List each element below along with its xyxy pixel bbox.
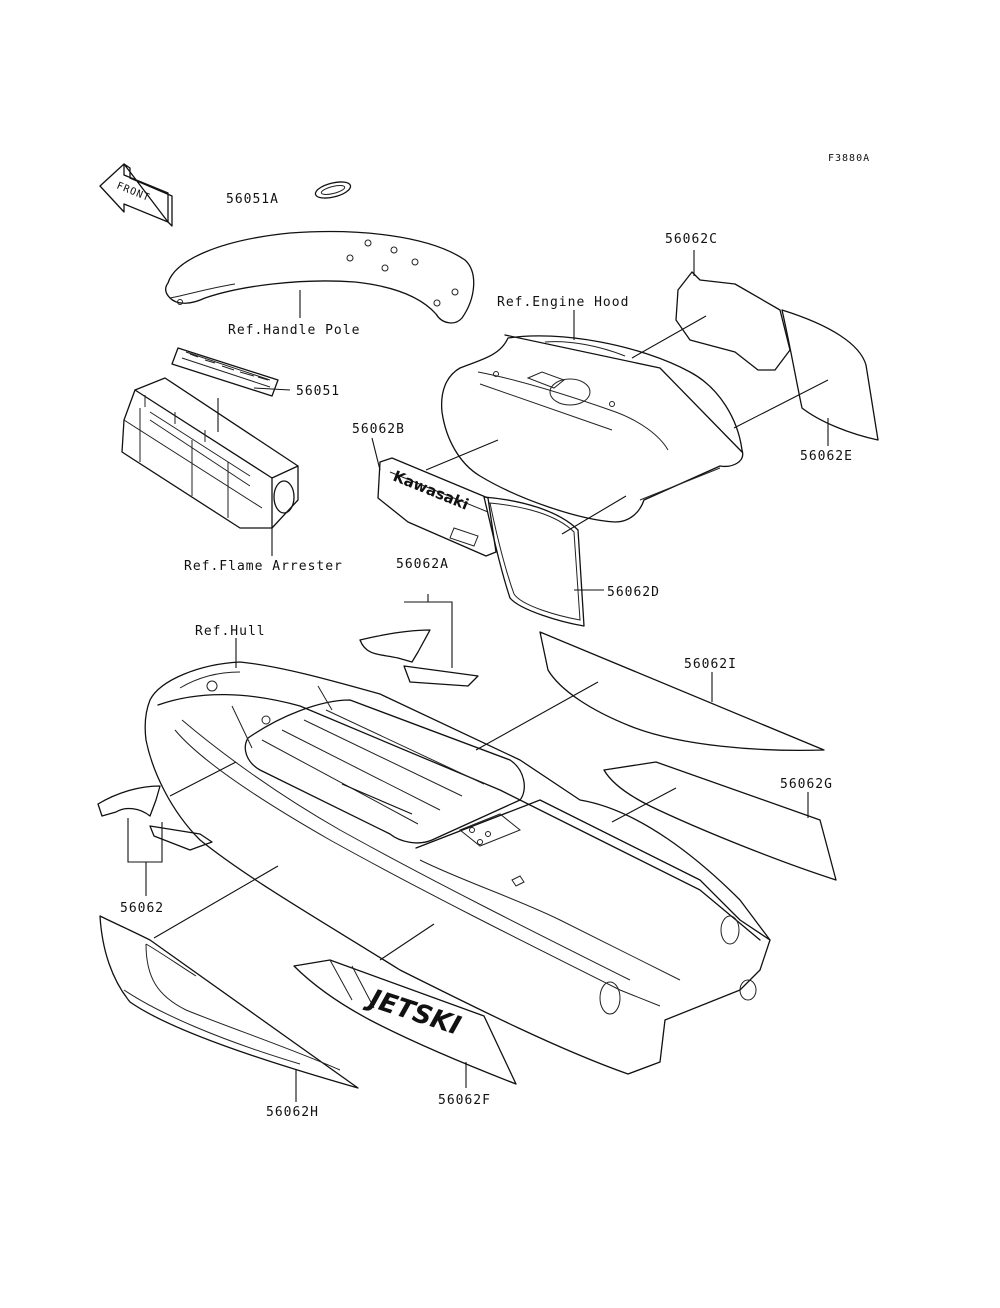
label-56062e: 56062E xyxy=(800,449,853,464)
ref-flame-arrester: Ref.Flame Arrester xyxy=(184,559,343,574)
handle-pole xyxy=(164,230,475,324)
decal-56051 xyxy=(171,347,279,397)
label-56062: 56062 xyxy=(120,901,164,916)
badge-56051a xyxy=(314,181,352,199)
decal-56062h xyxy=(99,915,359,1089)
label-56062c: 56062C xyxy=(665,232,718,247)
decal-56062a xyxy=(359,629,479,687)
decal-56062e xyxy=(781,309,879,441)
ref-handle-pole: Ref.Handle Pole xyxy=(228,323,360,338)
ref-hull: Ref.Hull xyxy=(195,624,266,639)
hull xyxy=(144,661,771,1075)
decal-56062b-kawasaki: Kawasaki xyxy=(377,457,497,557)
label-56062a: 56062A xyxy=(396,557,449,572)
decal-56062d xyxy=(483,496,585,627)
label-56062d: 56062D xyxy=(607,585,660,600)
decal-56062i xyxy=(539,631,825,752)
decal-56062g xyxy=(603,761,837,881)
front-arrow-icon: FRONT xyxy=(99,163,173,227)
decal-56062 xyxy=(97,785,213,851)
label-56062f: 56062F xyxy=(438,1093,491,1108)
label-56051a: 56051A xyxy=(226,192,279,207)
label-56062g: 56062G xyxy=(780,777,833,792)
decal-56062c xyxy=(675,271,791,371)
label-56051: 56051 xyxy=(296,384,340,399)
figure-id: F3880A xyxy=(828,153,870,164)
flame-arrester xyxy=(121,377,299,529)
label-56062i: 56062I xyxy=(684,657,737,672)
engine-hood xyxy=(440,334,744,523)
label-56062h: 56062H xyxy=(266,1105,319,1120)
label-56062b: 56062B xyxy=(352,422,405,437)
jetski-decal-text: JETSKI xyxy=(361,983,464,1042)
ref-engine-hood: Ref.Engine Hood xyxy=(497,295,629,310)
